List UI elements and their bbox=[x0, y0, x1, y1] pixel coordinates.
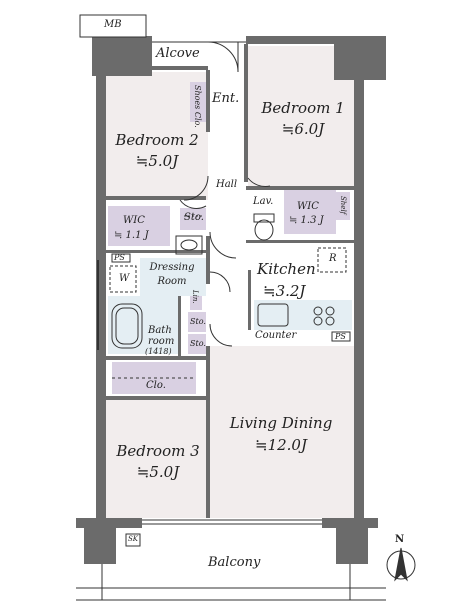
wic1-area: ≒ 1.3 J bbox=[289, 215, 324, 226]
washer-space bbox=[109, 265, 137, 293]
bedroom1-area: ≒6.0J bbox=[281, 120, 325, 138]
compass-label: N bbox=[395, 534, 405, 545]
dressing-line2: Room bbox=[157, 276, 187, 287]
fridge-space bbox=[317, 247, 347, 273]
counter-label: Counter bbox=[255, 330, 297, 341]
bath-line2: room bbox=[148, 336, 175, 347]
shoes-fill bbox=[190, 82, 206, 122]
bedroom2-name: Bedroom 2 bbox=[115, 131, 199, 149]
bath-line1: Bath bbox=[148, 325, 172, 336]
alcove-label: Alcove bbox=[156, 46, 200, 61]
shelf-fill bbox=[336, 192, 350, 220]
bedroom3-fill bbox=[106, 400, 208, 518]
kitchen-area: ≒3.2J bbox=[263, 282, 306, 300]
wic1-fill bbox=[284, 190, 336, 234]
clo-label: Clo. bbox=[146, 380, 166, 391]
balcony-label: Balcony bbox=[208, 555, 261, 570]
bedroom3-area: ≒5.0J bbox=[136, 463, 180, 481]
shoes-label: Shoes Clo. bbox=[193, 85, 202, 128]
kitchen-name: Kitchen bbox=[257, 260, 316, 278]
fixtures bbox=[109, 213, 416, 582]
toilet-bowl bbox=[254, 219, 274, 241]
wic2-name: WIC bbox=[123, 215, 145, 226]
walls bbox=[76, 36, 386, 564]
entrance-label: Ent. bbox=[212, 91, 240, 106]
bath-size: (1418) bbox=[145, 347, 172, 356]
ps-box-2 bbox=[331, 331, 351, 342]
dressing-line1: Dressing bbox=[149, 262, 195, 273]
mb-label: MB bbox=[104, 19, 122, 30]
wash-basin bbox=[175, 235, 203, 255]
kitchen-counter-fill bbox=[254, 300, 352, 330]
sto2-label: Sto. bbox=[190, 317, 206, 326]
bedroom1-name: Bedroom 1 bbox=[261, 99, 345, 117]
ps-box-1 bbox=[111, 253, 131, 263]
lin-label: Lin. bbox=[191, 290, 199, 304]
bedroom2-area: ≒5.0J bbox=[135, 152, 179, 170]
living-name: Living Dining bbox=[229, 414, 333, 432]
sto2-fill bbox=[188, 312, 206, 332]
living-area: ≒12.0J bbox=[255, 436, 307, 454]
sto3-fill bbox=[188, 334, 206, 354]
lav-label: Lav. bbox=[253, 196, 274, 207]
sk-label: SK bbox=[128, 535, 139, 543]
bedroom3-name: Bedroom 3 bbox=[116, 442, 200, 460]
ps1-label: PS bbox=[114, 253, 125, 262]
sto1-label: Sto. bbox=[184, 212, 204, 223]
kitchen-sink bbox=[257, 303, 289, 327]
w-label: W bbox=[119, 273, 130, 284]
ps2-label: PS bbox=[335, 332, 346, 341]
r-label: R bbox=[329, 253, 337, 264]
sto1-fill bbox=[180, 208, 206, 230]
shelf-label: Shelf bbox=[339, 196, 347, 215]
sto3-label: Sto. bbox=[190, 339, 206, 348]
wic2-fill bbox=[108, 206, 170, 246]
mb-box bbox=[79, 14, 147, 38]
wic1-name: WIC bbox=[297, 201, 319, 212]
toilet-tank bbox=[253, 213, 275, 223]
hall-label: Hall bbox=[216, 179, 238, 190]
wic2-area: ≒ 1.1 J bbox=[114, 230, 149, 241]
sk-box bbox=[125, 533, 141, 547]
thin-lines bbox=[76, 14, 386, 601]
stove-burner bbox=[313, 306, 323, 316]
living-fill bbox=[208, 346, 354, 518]
hall-fill bbox=[208, 132, 246, 220]
bathtub bbox=[111, 303, 143, 349]
dressing-fill bbox=[140, 258, 206, 296]
